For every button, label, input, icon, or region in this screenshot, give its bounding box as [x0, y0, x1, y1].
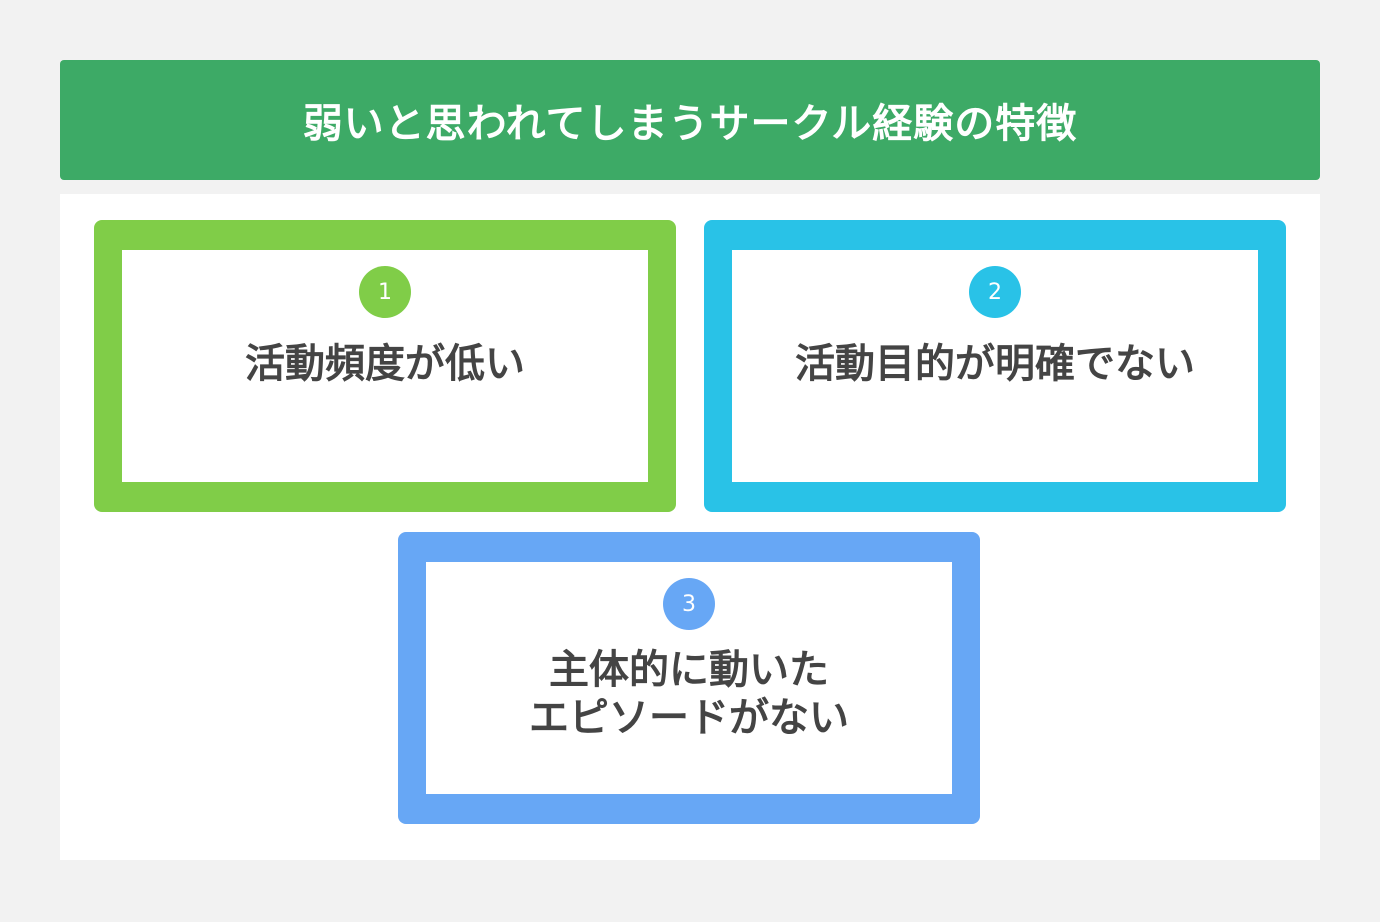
page-title: 弱いと思われてしまうサークル経験の特徴	[302, 101, 1078, 147]
card-3: 3 主体的に動いた エピソードがない	[398, 532, 980, 824]
card-label-line-2: エピソードがない	[529, 695, 849, 741]
card-label-line-1: 主体的に動いた	[549, 647, 829, 693]
title-banner: 弱いと思われてしまうサークル経験の特徴	[60, 60, 1320, 180]
card-label: 活動目的が明確でない	[795, 341, 1195, 387]
card-label: 主体的に動いた エピソードがない	[426, 646, 952, 742]
card-1: 1 活動頻度が低い	[94, 220, 676, 512]
card-label: 活動頻度が低い	[245, 341, 525, 387]
number-badge: 1	[359, 266, 411, 318]
card-2: 2 活動目的が明確でない	[704, 220, 1286, 512]
number-badge: 2	[969, 266, 1021, 318]
number-badge: 3	[663, 578, 715, 630]
